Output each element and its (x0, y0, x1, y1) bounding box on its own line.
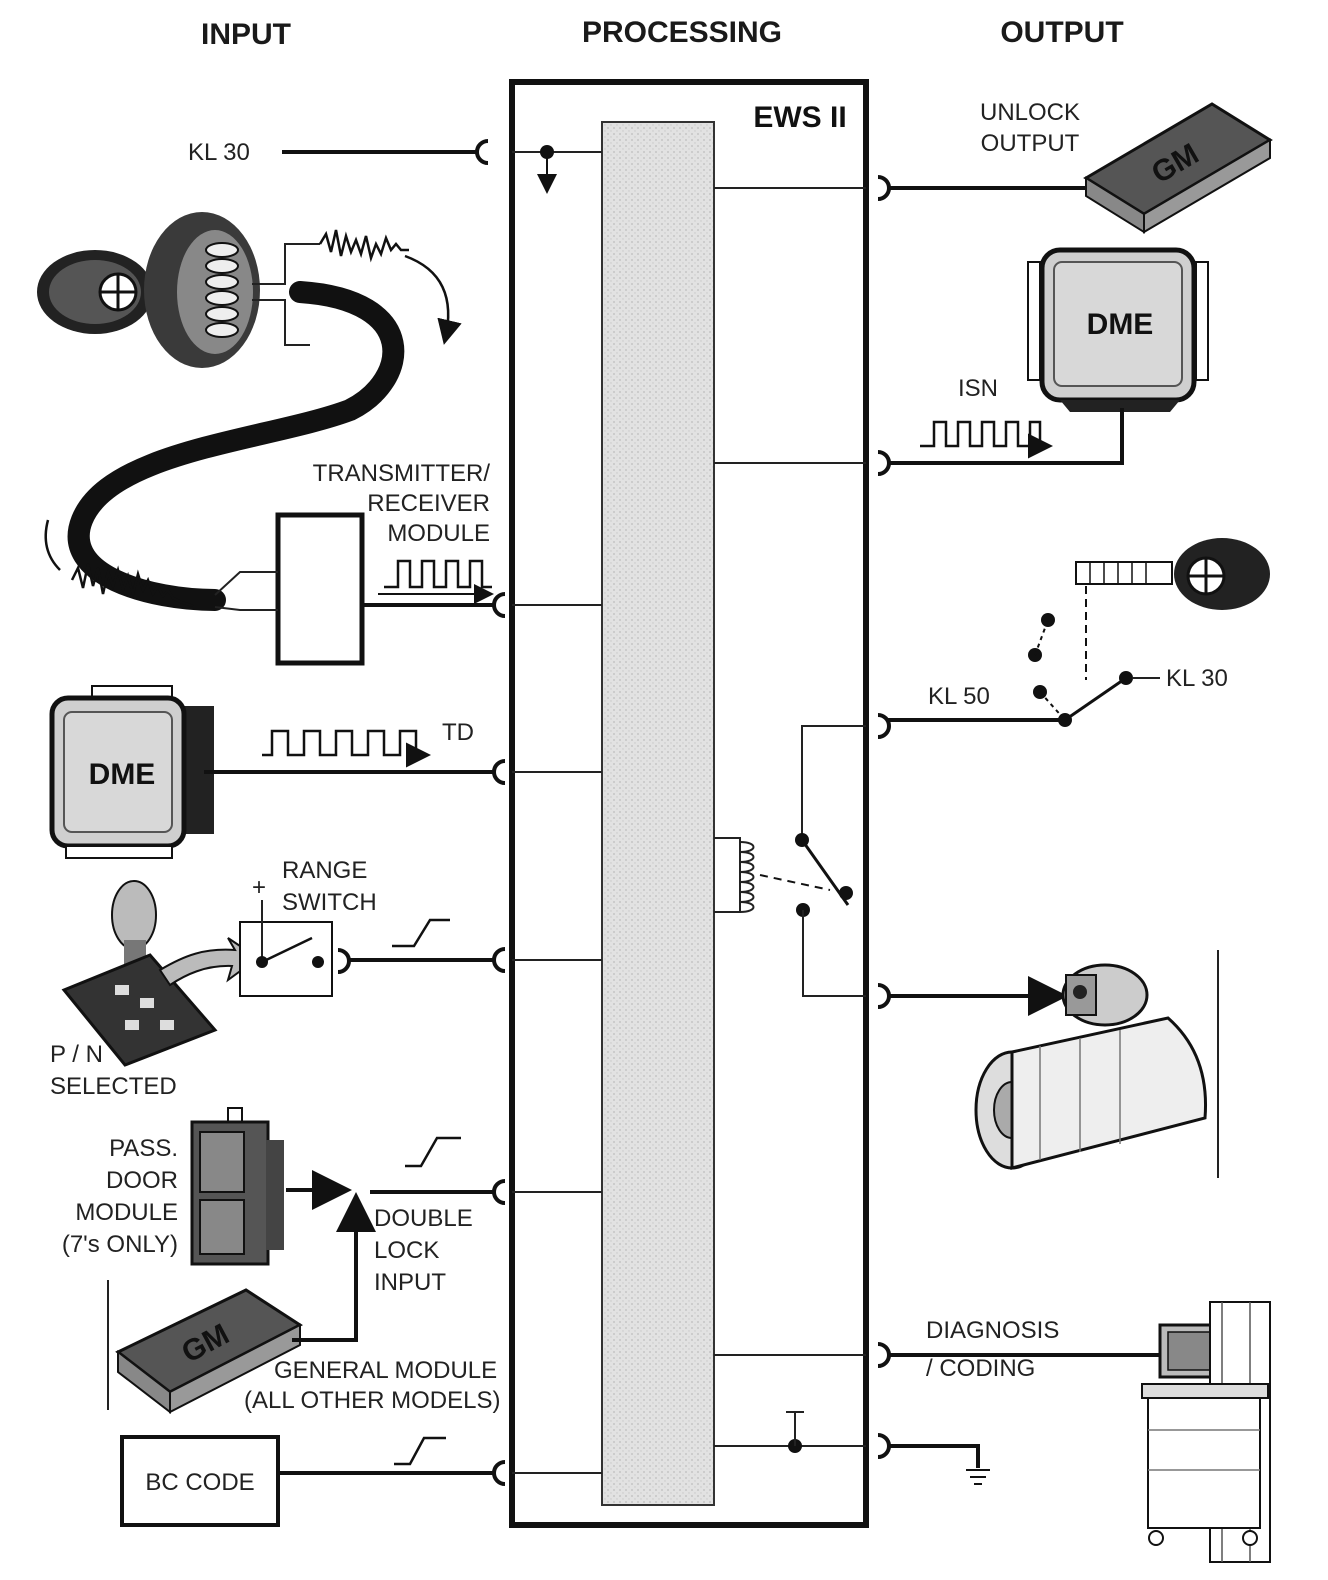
unlock-label-2: OUTPUT (981, 130, 1080, 157)
td-label: TD (442, 719, 474, 746)
diagnosis-label-1: DIAGNOSIS (926, 1317, 1059, 1344)
kl30-input-label: KL 30 (188, 139, 250, 166)
key-ring-antenna-illustration (37, 212, 462, 611)
isn-signal (920, 420, 1053, 459)
pn-label-1: P / N (50, 1041, 103, 1068)
unlock-label-1: UNLOCK (980, 99, 1080, 126)
isn-label: ISN (958, 375, 998, 402)
dme-output-label: DME (1087, 308, 1154, 341)
transmitter-receiver-module (214, 512, 365, 666)
transmitter-label-1: TRANSMITTER/ (313, 460, 491, 487)
input-header: INPUT (201, 18, 291, 51)
transmitter-signal (384, 559, 492, 589)
ews-module: EWS II (509, 79, 869, 1528)
processing-header: PROCESSING (582, 16, 782, 49)
dme-output-module (1027, 247, 1209, 412)
transmitter-label-2: RECEIVER (367, 490, 490, 517)
gear-selector-illustration (61, 880, 260, 1067)
door-module-label-4: (7's ONLY) (62, 1231, 178, 1258)
bc-code-box (120, 1435, 280, 1527)
transmitter-label-3: MODULE (387, 520, 490, 547)
range-switch (239, 900, 351, 997)
output-header: OUTPUT (1000, 16, 1123, 49)
td-signal (262, 729, 431, 768)
dme-input-module (49, 685, 214, 859)
processing-bar (601, 121, 715, 1506)
relay (714, 725, 866, 997)
door-module-illustration (190, 1107, 284, 1266)
range-switch-label-2: SWITCH (282, 889, 377, 916)
ground-symbol (888, 1444, 990, 1485)
double-lock-label-2: LOCK (374, 1237, 439, 1264)
diagnosis-label-2: / CODING (926, 1355, 1035, 1382)
bc-code-label: BC CODE (145, 1469, 254, 1496)
range-switch-label-1: RANGE (282, 857, 367, 884)
starter-motor-illustration (974, 963, 1208, 1170)
general-module-label-1: GENERAL MODULE (274, 1357, 497, 1384)
double-lock-label-1: DOUBLE (374, 1205, 473, 1232)
ews-label: EWS II (753, 101, 846, 134)
general-module-label-2: (ALL OTHER MODELS) (244, 1387, 501, 1414)
general-module-input-illustration (115, 1288, 303, 1415)
output-connectors (877, 175, 891, 1459)
internal-input-wires (512, 151, 602, 1474)
kl30-junction (537, 145, 557, 194)
diagnostic-tester-illustration (1141, 1301, 1271, 1563)
range-plus: + (252, 874, 266, 901)
internal-output-wires (714, 187, 866, 1453)
double-lock-signal (405, 1136, 461, 1168)
double-lock-label-3: INPUT (374, 1269, 446, 1296)
ignition-switch (1028, 613, 1160, 727)
ignition-key-illustration (1075, 538, 1270, 610)
door-module-label-2: DOOR (106, 1167, 178, 1194)
door-module-label-3: MODULE (75, 1199, 178, 1226)
door-module-label-1: PASS. (109, 1135, 178, 1162)
general-module-output-illustration (1083, 102, 1273, 234)
range-signal (392, 918, 450, 948)
kl50-label: KL 50 (928, 683, 990, 710)
input-connectors (475, 139, 506, 1486)
bc-code-signal (394, 1436, 446, 1466)
pn-label-2: SELECTED (50, 1073, 177, 1100)
dme-input-label: DME (89, 758, 156, 791)
kl30-output-label: KL 30 (1166, 665, 1228, 692)
